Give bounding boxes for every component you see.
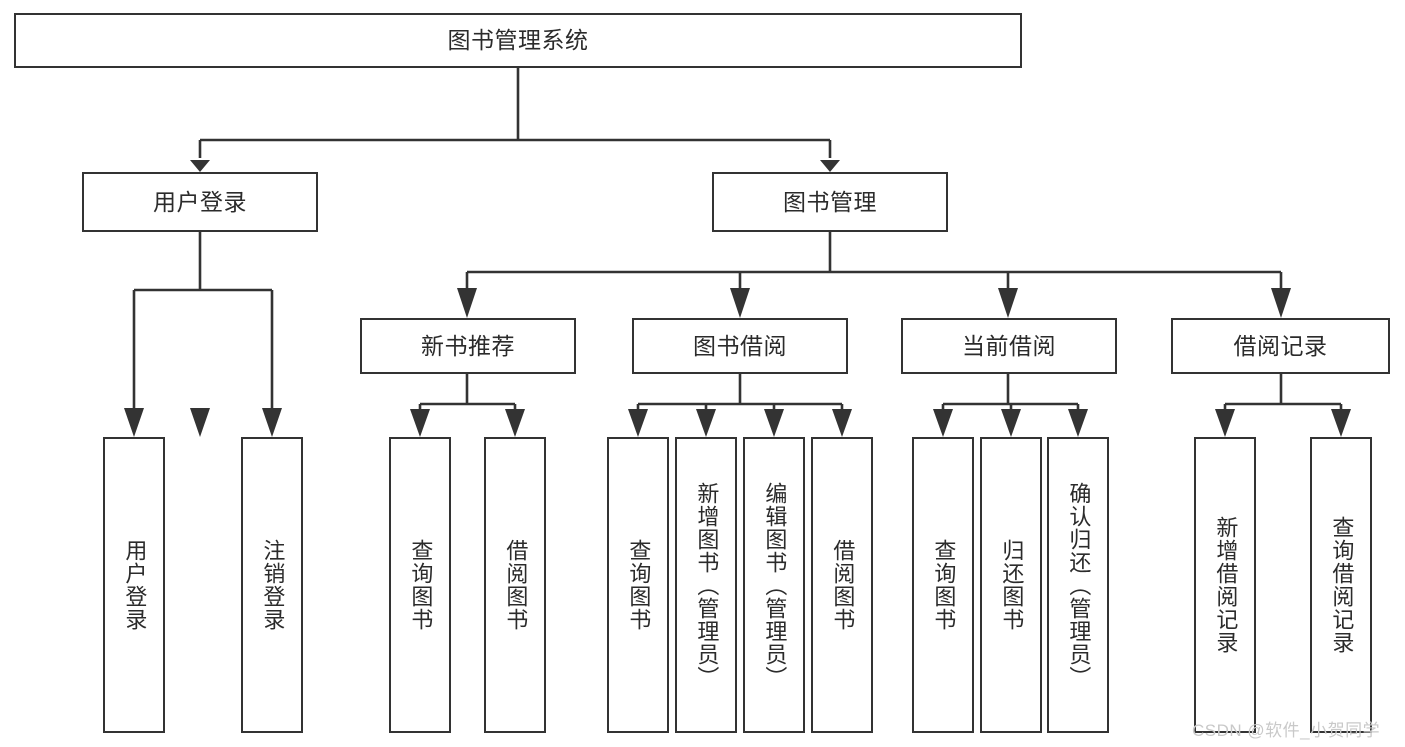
arrow-icon: [998, 288, 1018, 318]
leaf-record-query-record[interactable]: 查询借阅记录: [1310, 437, 1372, 733]
arrow-icon: [190, 160, 210, 172]
node-book-borrow-label: 图书借阅: [693, 332, 787, 359]
leaf-current-confirm-return[interactable]: 确认归还（管理员）: [1047, 437, 1109, 733]
leaf-user-login-logout[interactable]: 注销登录: [241, 437, 303, 733]
leaf-borrow-add-book[interactable]: 新增图书（管理员）: [675, 437, 737, 733]
arrow-icon: [190, 408, 210, 437]
arrow-icon: [933, 409, 953, 437]
leaf-record-query-record-label: 查询借阅记录: [1329, 516, 1355, 654]
arrow-icon: [1331, 409, 1351, 437]
node-root-system[interactable]: 图书管理系统: [14, 13, 1022, 68]
leaf-user-login-login[interactable]: 用户登录: [103, 437, 165, 733]
leaf-current-return-book-label: 归还图书: [999, 539, 1025, 631]
leaf-user-login-logout-label: 注销登录: [260, 539, 286, 631]
leaf-current-return-book[interactable]: 归还图书: [980, 437, 1042, 733]
leaf-record-add-record-label: 新增借阅记录: [1213, 516, 1239, 654]
leaf-recommend-borrow-book-label: 借阅图书: [503, 539, 529, 631]
arrow-icon: [410, 409, 430, 437]
arrow-icon: [820, 160, 840, 172]
arrow-icon: [1068, 409, 1088, 437]
node-borrow-record[interactable]: 借阅记录: [1171, 318, 1390, 374]
arrow-icon: [1271, 288, 1291, 318]
arrow-icon: [696, 409, 716, 437]
leaf-borrow-query-book[interactable]: 查询图书: [607, 437, 669, 733]
leaf-recommend-query-book[interactable]: 查询图书: [389, 437, 451, 733]
arrow-icon: [764, 409, 784, 437]
node-user-login-label: 用户登录: [153, 188, 247, 215]
leaf-user-login-login-label: 用户登录: [122, 539, 148, 631]
leaf-borrow-query-book-label: 查询图书: [626, 539, 652, 631]
node-user-login[interactable]: 用户登录: [82, 172, 318, 232]
leaf-borrow-edit-book-label: 编辑图书（管理员）: [762, 481, 788, 689]
node-current-borrow-label: 当前借阅: [962, 332, 1056, 359]
arrow-icon: [1215, 409, 1235, 437]
arrow-icon: [730, 288, 750, 318]
leaf-current-query-book-label: 查询图书: [931, 539, 957, 631]
leaf-borrow-borrow-book-label: 借阅图书: [830, 539, 856, 631]
leaf-borrow-edit-book[interactable]: 编辑图书（管理员）: [743, 437, 805, 733]
leaf-recommend-borrow-book[interactable]: 借阅图书: [484, 437, 546, 733]
node-book-management[interactable]: 图书管理: [712, 172, 948, 232]
node-current-borrow[interactable]: 当前借阅: [901, 318, 1117, 374]
node-new-book-recommend-label: 新书推荐: [421, 332, 515, 359]
arrow-icon: [124, 408, 144, 437]
node-root-system-label: 图书管理系统: [447, 27, 589, 54]
leaf-current-confirm-return-label: 确认归还（管理员）: [1066, 481, 1092, 689]
leaf-recommend-query-book-label: 查询图书: [408, 539, 434, 631]
arrow-icon: [262, 408, 282, 437]
leaf-borrow-borrow-book[interactable]: 借阅图书: [811, 437, 873, 733]
leaf-current-query-book[interactable]: 查询图书: [912, 437, 974, 733]
leaf-borrow-add-book-label: 新增图书（管理员）: [694, 481, 720, 689]
node-new-book-recommend[interactable]: 新书推荐: [360, 318, 576, 374]
arrow-icon: [457, 288, 477, 318]
arrow-icon: [505, 409, 525, 437]
arrow-icon: [1001, 409, 1021, 437]
arrow-icon: [832, 409, 852, 437]
node-book-borrow[interactable]: 图书借阅: [632, 318, 848, 374]
arrow-icon: [628, 409, 648, 437]
arrow-heads: [124, 160, 1351, 437]
leaf-record-add-record[interactable]: 新增借阅记录: [1194, 437, 1256, 733]
node-book-management-label: 图书管理: [783, 188, 877, 215]
node-borrow-record-label: 借阅记录: [1233, 332, 1328, 359]
